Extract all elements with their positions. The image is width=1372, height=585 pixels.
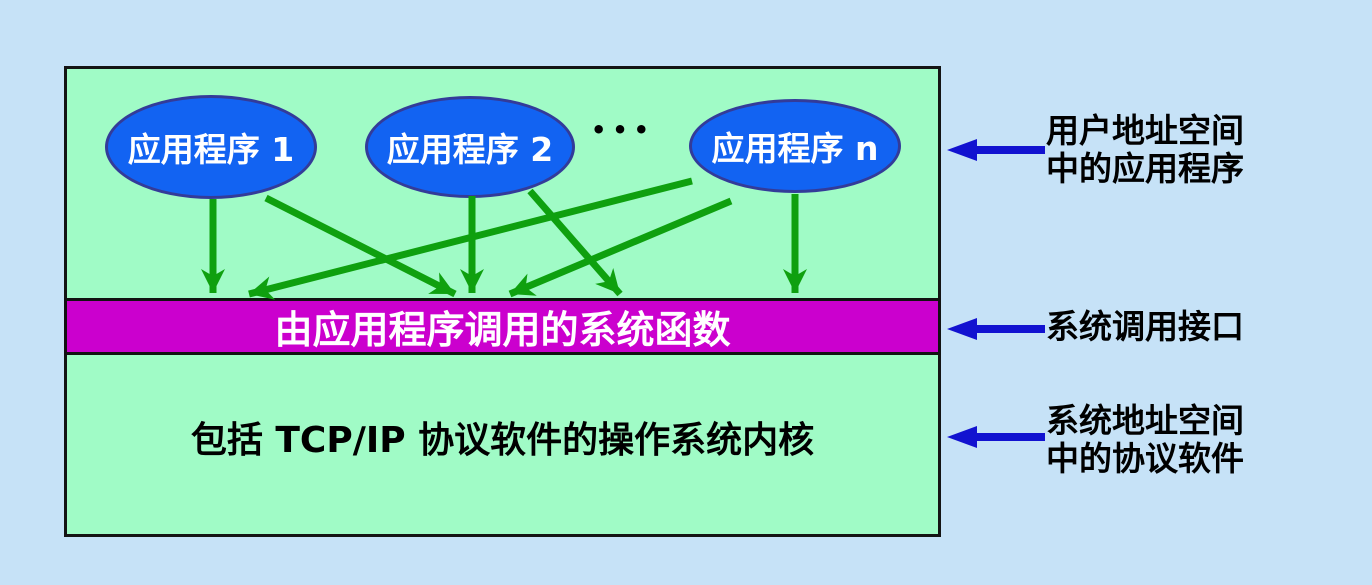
app-ellipse-2-label: 应用程序 2 (386, 130, 554, 169)
app-ellipse-n: 应用程序 n (689, 99, 901, 193)
system-call-bar-label: 由应用程序调用的系统函数 (274, 308, 731, 352)
app-ellipse-1: 应用程序 1 (105, 95, 317, 199)
left-arrow-icon (947, 426, 1045, 448)
annotation-user-space-line1: 用户地址空间 (1046, 111, 1244, 150)
app-ellipse-1-label: 应用程序 1 (127, 130, 295, 169)
kernel-label: 包括 TCP/IP 协议软件的操作系统内核 (190, 420, 815, 461)
app-ellipse-2: 应用程序 2 (365, 96, 575, 198)
left-arrow-icon (947, 139, 1045, 161)
annotation-system-space: 系统地址空间 中的协议软件 (1046, 402, 1244, 478)
annotation-system-space-line2: 中的协议软件 (1046, 439, 1244, 478)
app-ellipse-n-label: 应用程序 n (711, 129, 879, 168)
left-arrow-icon (947, 318, 1045, 340)
annotation-syscall-interface: 系统调用接口 (1046, 308, 1244, 346)
annotation-user-space: 用户地址空间 中的应用程序 (1046, 112, 1244, 188)
annotation-user-space-line2: 中的应用程序 (1046, 149, 1244, 188)
user-and-system-space-box: 应用程序 1 应用程序 2 应用程序 n ••• 由应用程序调用的系统函数 包括… (64, 66, 941, 537)
ellipsis-dots: ••• (590, 116, 656, 144)
annotation-system-space-line1: 系统地址空间 (1046, 401, 1244, 440)
system-call-bar: 由应用程序调用的系统函数 (64, 298, 941, 355)
annotation-syscall-interface-line1: 系统调用接口 (1046, 307, 1244, 346)
